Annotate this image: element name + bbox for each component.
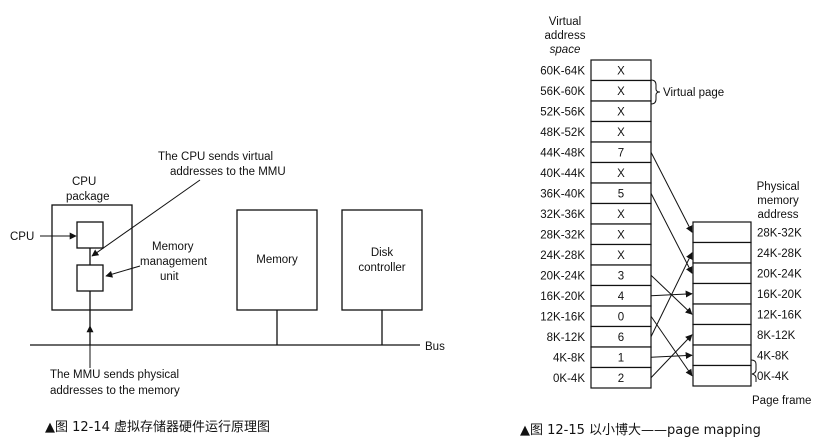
virtual-range-label: 0K-4K: [553, 373, 585, 385]
virtual-page-value: X: [617, 86, 625, 98]
physical-frame-label: 4K-8K: [757, 351, 789, 363]
figure-12-14-caption: ▲图 12-14 虚拟存储器硬件运行原理图: [45, 420, 270, 435]
virtual-page-value: X: [617, 168, 625, 180]
physical-frame-label: 8K-12K: [757, 330, 796, 342]
page-frame-brace: [750, 359, 757, 382]
cpu-note-line2: addresses to the MMU: [170, 166, 286, 178]
virtual-range-label: 36K-40K: [540, 189, 585, 201]
physical-frame-cell: [692, 262, 752, 285]
cpu-box: [76, 221, 104, 249]
virtual-range-label: 52K-56K: [540, 107, 585, 119]
virtual-page-value: 6: [618, 332, 624, 344]
mmu-hardware-diagram: Bus CPU package CPU Memory management un…: [10, 151, 445, 435]
memory-label: Memory: [256, 254, 298, 266]
virtual-page-brace: [650, 79, 661, 105]
virtual-page-value: X: [617, 66, 625, 78]
physical-frame-cell: [692, 344, 752, 367]
bus-label: Bus: [425, 341, 445, 353]
virtual-range-label: 60K-64K: [540, 66, 585, 78]
virtual-page-value: 0: [618, 312, 624, 324]
figure-12-15-caption: ▲图 12-15 以小博大——page mapping: [520, 423, 761, 438]
mmu-label-line1: Memory: [152, 241, 194, 253]
virtual-header-line2: address: [545, 30, 586, 42]
virtual-range-label: 56K-60K: [540, 86, 585, 98]
cpu-label: CPU: [10, 231, 34, 243]
physical-frame-cell: [692, 323, 752, 346]
virtual-page-value: X: [617, 107, 625, 119]
physical-frame-cell: [692, 364, 752, 387]
disk-label-line2: controller: [358, 262, 405, 274]
physical-header-line3: address: [758, 209, 799, 221]
physical-frame-cell: [692, 303, 752, 326]
virtual-page-value: 5: [618, 189, 624, 201]
virtual-range-label: 44K-48K: [540, 148, 585, 160]
physical-frame-cell: [692, 221, 752, 244]
physical-header-line2: memory: [757, 195, 799, 207]
physical-frame-table: 28K-32K 24K-28K 20K-24K 16K-20K 12K-16K 8K-12…: [692, 221, 802, 387]
mmu-label-line3: unit: [160, 271, 179, 283]
mmu-box: [76, 264, 104, 292]
virtual-range-label: 40K-44K: [540, 168, 585, 180]
mmu-note-line1: The MMU sends physical: [50, 369, 179, 381]
physical-header-line1: Physical: [757, 181, 800, 193]
virtual-range-label: 32K-36K: [540, 209, 585, 221]
virtual-range-label: 48K-52K: [540, 127, 585, 139]
virtual-page-value: X: [617, 209, 625, 221]
physical-frame-label: 28K-32K: [757, 228, 802, 240]
virtual-range-label: 12K-16K: [540, 312, 585, 324]
virtual-page-value: X: [617, 127, 625, 139]
virtual-page-value: X: [617, 250, 625, 262]
mmu-label-line2: management: [140, 256, 208, 268]
physical-frame-label: 0K-4K: [757, 371, 789, 383]
virtual-range-label: 24K-28K: [540, 250, 585, 262]
virtual-page-value: 1: [618, 353, 624, 365]
cpu-package-box: [51, 204, 133, 311]
virtual-page-value: X: [617, 230, 625, 242]
physical-frame-label: 24K-28K: [757, 248, 802, 260]
virtual-page-label: Virtual page: [663, 87, 724, 99]
cpu-note-arrow: [91, 179, 201, 257]
physical-frame-label: 20K-24K: [757, 269, 802, 281]
page-mapping-arrows: [650, 152, 693, 379]
page-map-arrow: [650, 315, 693, 377]
physical-frame-label: 12K-16K: [757, 310, 802, 322]
virtual-page-value: 2: [618, 373, 624, 385]
physical-frame-cell: [692, 282, 752, 305]
page-map-arrow: [650, 152, 693, 233]
physical-frame-label: 16K-20K: [757, 289, 802, 301]
virtual-header-line1: Virtual: [549, 16, 581, 28]
virtual-range-label: 16K-20K: [540, 291, 585, 303]
virtual-range-label: 8K-12K: [547, 332, 586, 344]
virtual-header-line3: space: [550, 44, 581, 56]
page-map-arrow: [650, 252, 693, 337]
virtual-page-value: 4: [618, 291, 625, 303]
cpu-note-line1: The CPU sends virtual: [158, 151, 273, 163]
disk-label-line1: Disk: [371, 247, 394, 259]
virtual-page-value: 3: [618, 271, 624, 283]
cpu-package-label-line1: CPU: [72, 176, 96, 188]
mmu-label-arrow: [105, 265, 141, 278]
page-map-arrow: [650, 193, 693, 274]
mmu-note-line2: addresses to the memory: [50, 385, 180, 397]
page-frame-label: Page frame: [752, 395, 811, 407]
virtual-page-value: 7: [618, 148, 624, 160]
virtual-page-table: 60K-64K X 56K-60K X 52K-56K X 48K-52K X 44K-48K 7…: [540, 59, 652, 389]
virtual-range-label: 20K-24K: [540, 271, 585, 283]
cpu-package-label-line2: package: [66, 191, 109, 203]
physical-frame-cell: [692, 241, 752, 264]
virtual-range-label: 28K-32K: [540, 230, 585, 242]
page-map-arrow: [650, 334, 693, 379]
disk-controller-box: [341, 209, 423, 311]
virtual-range-label: 4K-8K: [553, 353, 585, 365]
